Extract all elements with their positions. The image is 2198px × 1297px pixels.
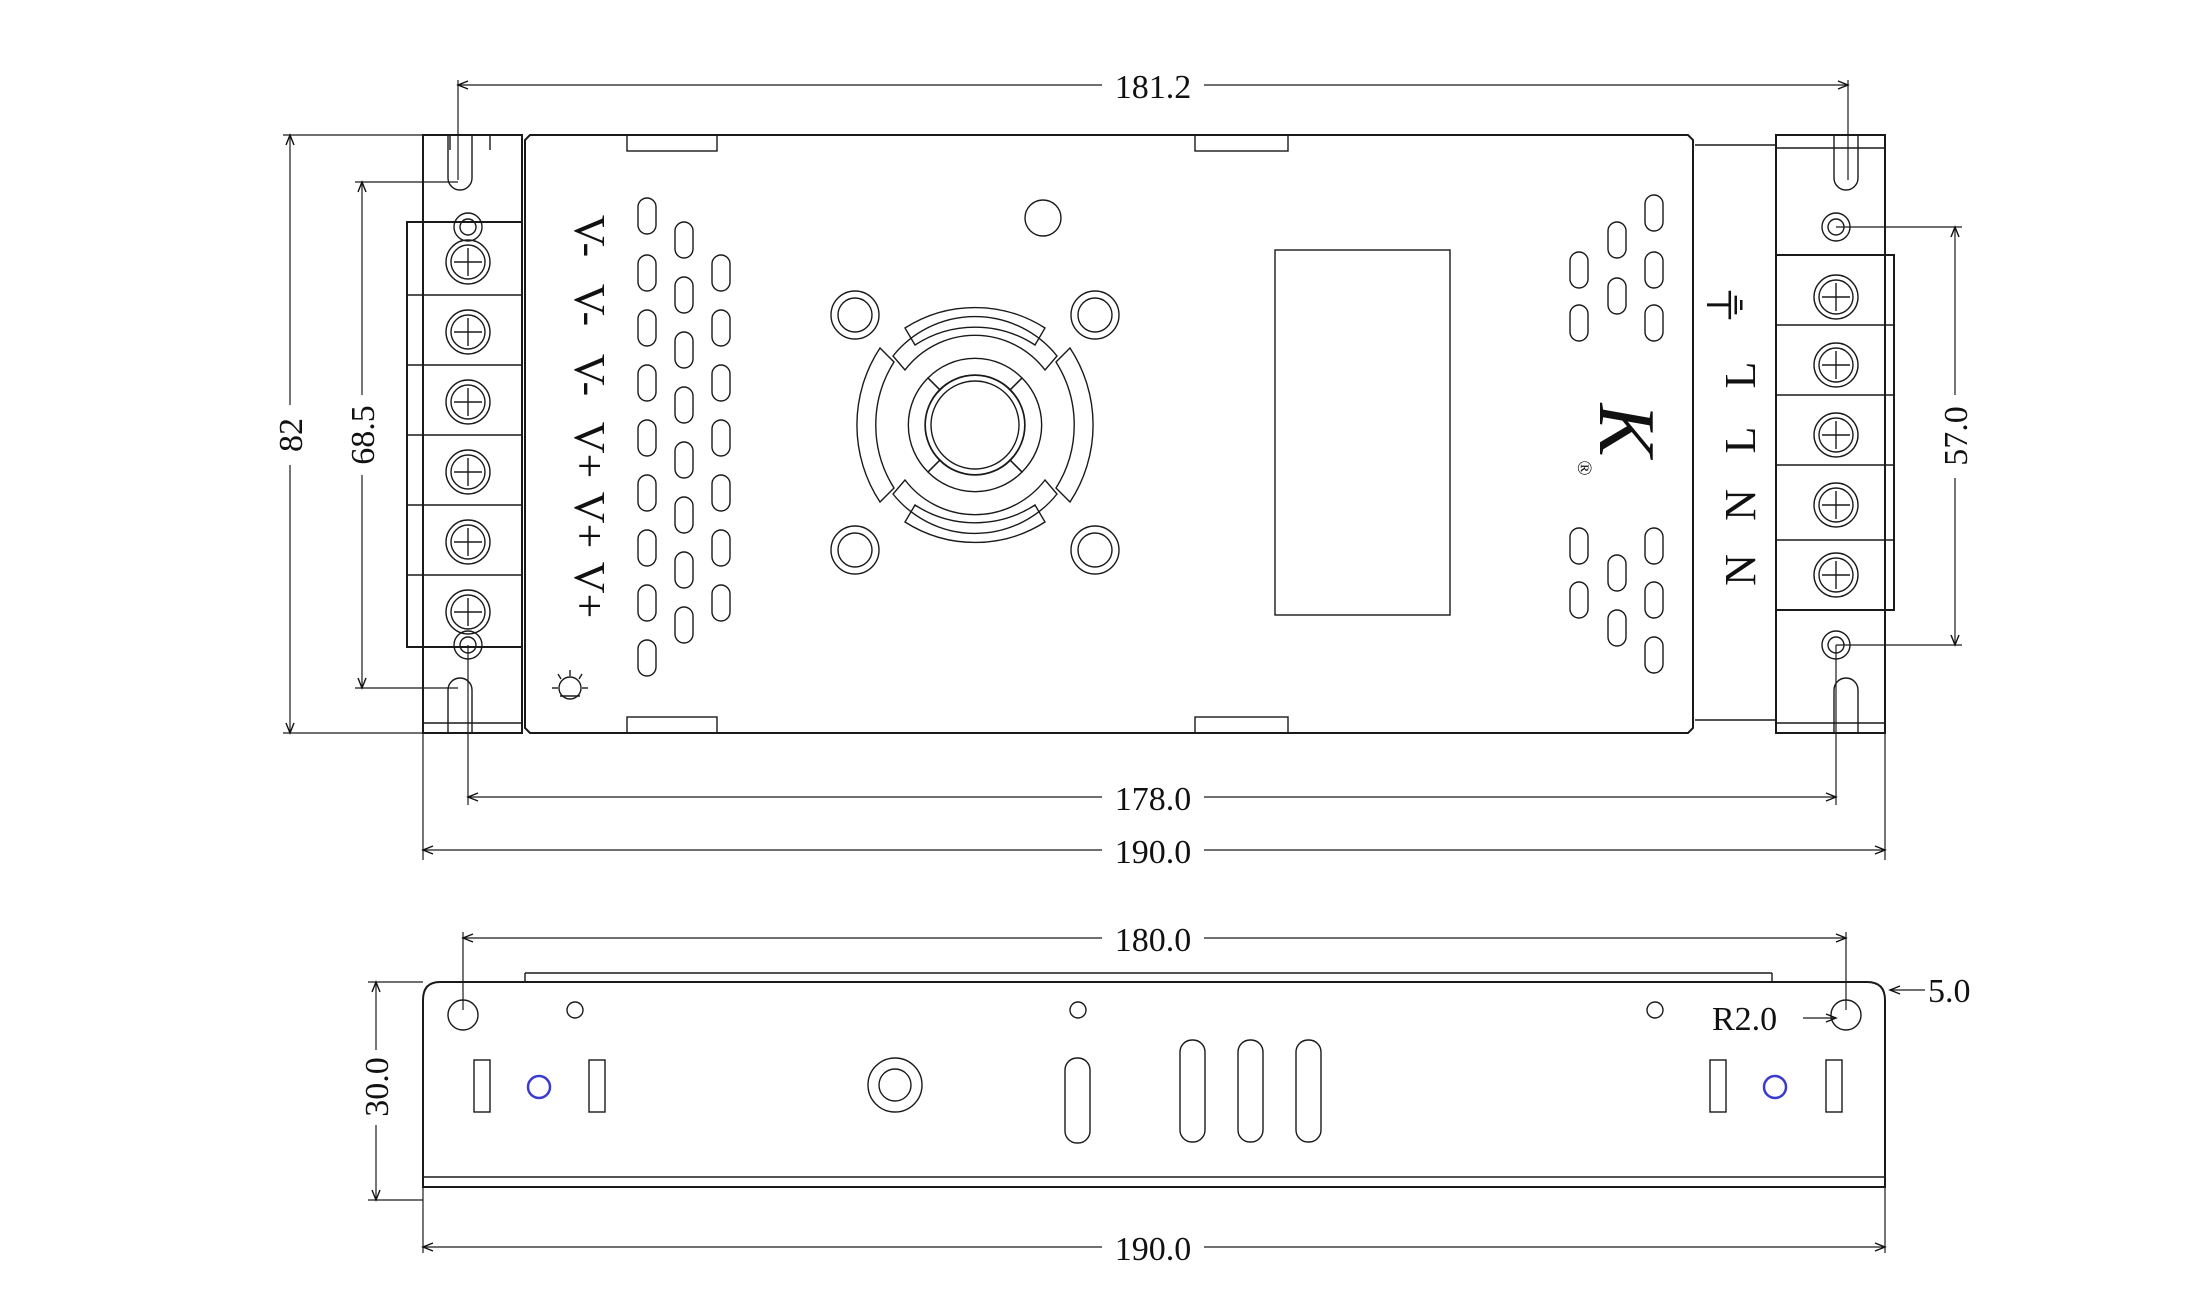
input-label-2: L (1716, 427, 1765, 454)
top-hole (1024, 199, 1062, 237)
output-label-2: V- (565, 284, 614, 326)
side-slot-4 (1825, 1059, 1843, 1113)
input-label-ground: ⏚ (1703, 283, 1752, 327)
dim-57-0: 57.0 (1836, 225, 1975, 647)
input-screws (1813, 274, 1859, 598)
edge-clips (626, 134, 1289, 734)
dim-181-2: 181.2 (456, 69, 1850, 180)
side-slot-2 (588, 1059, 606, 1113)
led-adjust-icon (552, 670, 588, 700)
dim-180-0-text: 180.0 (1115, 922, 1192, 959)
side-vent-4 (1295, 1039, 1322, 1143)
dim-178-0-text: 178.0 (1115, 781, 1192, 818)
output-label-5: V+ (565, 492, 614, 549)
dim-30-0-text: 30.0 (359, 1057, 396, 1117)
input-label-1: L (1716, 362, 1765, 389)
dim-5-0: 5.0 (1888, 973, 1971, 1010)
output-label-1: V- (565, 215, 614, 257)
output-labels: V- V- V- V+ V+ V+ (565, 215, 614, 618)
side-small-hole-1 (566, 1001, 584, 1019)
dim-190-0-top-text: 190.0 (1115, 834, 1192, 871)
dim-30-0: 30.0 (359, 980, 423, 1202)
chassis-outline-right (1775, 134, 1886, 734)
side-outline (422, 981, 1886, 1188)
dim-82: 82 (273, 133, 423, 735)
output-screws (445, 239, 491, 635)
fan-grille (830, 290, 1120, 575)
top-view: V- V- V- V+ V+ V+ (273, 69, 1975, 871)
input-label-4: N (1716, 554, 1765, 586)
brand-logo: K (1582, 402, 1670, 460)
output-terminal-block (406, 221, 523, 648)
dim-190-0-side-text: 190.0 (1115, 1231, 1192, 1268)
mount-slot-bottom-left (447, 677, 473, 733)
output-label-4: V+ (565, 422, 614, 479)
mount-slot-top-left (447, 135, 473, 191)
dim-68-5-text: 68.5 (345, 405, 382, 465)
side-view: 180.0 30.0 190.0 R2.0 5.0 (359, 922, 1971, 1268)
dim-82-text: 82 (273, 418, 310, 452)
dim-r2-0-text: R2.0 (1712, 1001, 1777, 1038)
dim-5-0-text: 5.0 (1928, 973, 1971, 1010)
chassis-outline (422, 134, 523, 734)
mount-hole-left-top (453, 212, 483, 242)
side-vent-3 (1237, 1039, 1264, 1143)
side-vent-1 (1064, 1057, 1091, 1144)
vent-slots-right (1569, 194, 1664, 674)
dim-181-2-text: 181.2 (1115, 69, 1192, 106)
side-slot-3 (1709, 1059, 1727, 1113)
side-potentiometer (867, 1057, 923, 1113)
dim-68-5: 68.5 (345, 180, 458, 690)
main-body (524, 134, 1694, 734)
vent-slots-left (637, 197, 731, 677)
output-label-6: V+ (565, 562, 614, 619)
mount-slot-top-right (1833, 135, 1859, 191)
label-area (1274, 249, 1451, 616)
input-labels: ⏚ L L N N (1703, 283, 1765, 586)
side-small-hole-3 (1646, 1001, 1664, 1019)
side-vent-2 (1179, 1039, 1206, 1143)
side-slot-1 (473, 1059, 491, 1113)
registered-mark: ® (1573, 460, 1595, 475)
side-led-left (526, 1074, 552, 1100)
side-small-hole-2 (1069, 1001, 1087, 1019)
input-label-3: N (1716, 489, 1765, 521)
input-terminal-block (1775, 254, 1895, 611)
dim-190-0-side: 190.0 (421, 1187, 1887, 1268)
mount-slot-bottom-right (1833, 677, 1859, 733)
dim-180-0: 180.0 (461, 922, 1848, 1010)
dim-178-0: 178.0 (466, 645, 1838, 818)
brand-logo-mark: K (1582, 402, 1670, 460)
dim-r2-0: R2.0 (1712, 1001, 1838, 1038)
dim-57-0-text: 57.0 (1938, 406, 1975, 466)
dim-190-0-top: 190.0 (421, 733, 1887, 871)
side-led-right (1762, 1074, 1788, 1100)
output-label-3: V- (565, 354, 614, 396)
